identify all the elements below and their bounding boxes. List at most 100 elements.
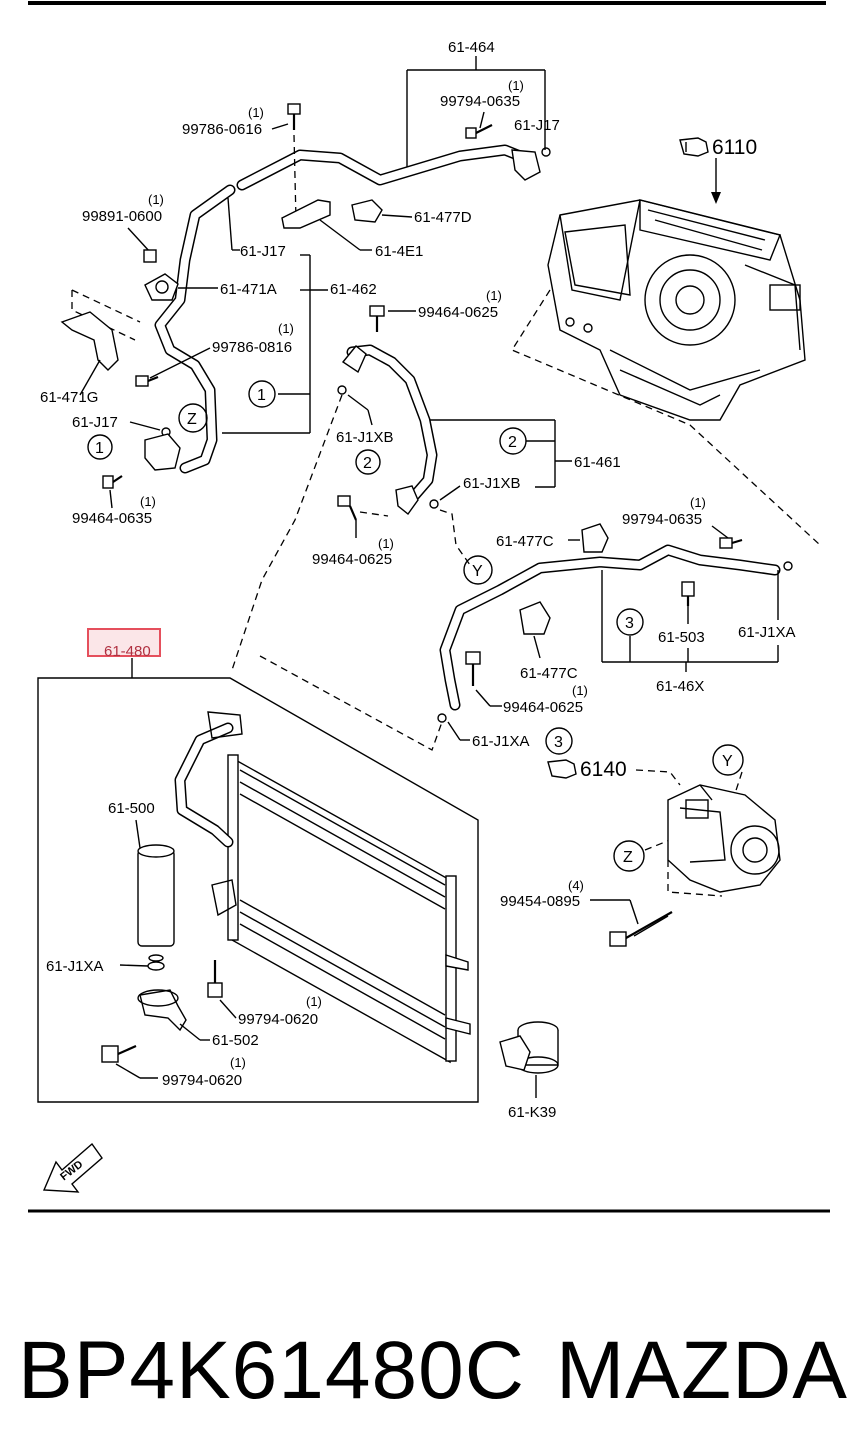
bolt-99454-0895-label: 99454-0895 <box>500 893 580 910</box>
bolt-icon <box>465 651 481 686</box>
bolt-99794-0620-a-label: 99794-0620 <box>238 1011 318 1028</box>
clamp-icon <box>144 273 179 301</box>
bracket-icon <box>137 989 187 1032</box>
bolt-icon <box>101 1044 137 1063</box>
brand-caption: MAZDA <box>556 1325 848 1416</box>
qty-label: (1) <box>486 288 502 303</box>
bracket-61-471G-label: 61-471G <box>40 389 98 406</box>
bolt-icon <box>102 475 123 489</box>
hose-61-462-label: 61-462 <box>330 281 377 298</box>
bolt-icon <box>337 495 358 521</box>
bolt-icon <box>207 960 223 998</box>
qty-label: (1) <box>508 78 524 93</box>
callout-Z-text: Z <box>623 849 633 866</box>
callout-1 <box>87 434 113 460</box>
qty-label: (1) <box>690 495 706 510</box>
callout-1 <box>248 380 276 408</box>
clamp-61-477D-label: 61-477D <box>414 209 472 226</box>
callout-Y <box>463 555 493 585</box>
hand-pointer-icon <box>547 759 577 779</box>
qty-label: (1) <box>306 994 322 1009</box>
pressure-switch-icon <box>681 581 695 606</box>
callout-3-text: 3 <box>554 734 563 751</box>
nut-99891-0600-label: 99891-0600 <box>82 208 162 225</box>
clamp-61-471A-label: 61-471A <box>220 281 277 298</box>
j17-low-label: 61-J17 <box>72 414 118 431</box>
qty-label: (1) <box>148 192 164 207</box>
bolt-99464-0625-b-label: 99464-0625 <box>312 551 392 568</box>
qty-label: (1) <box>248 105 264 120</box>
bolt-99786-0616-label: 99786-0616 <box>182 121 262 138</box>
qty-label: (1) <box>278 321 294 336</box>
hose-61-464-label: 61-464 <box>448 39 495 56</box>
nut-icon <box>143 249 157 263</box>
bracket-61-4E1-label: 61-4E1 <box>375 243 423 260</box>
callout-2 <box>499 427 527 455</box>
qty-label: (1) <box>572 683 588 698</box>
hose-61-461-label: 61-461 <box>574 454 621 471</box>
clamp-61-477C-b-label: 61-477C <box>520 665 578 682</box>
callout-2-text: 2 <box>508 434 517 451</box>
bolt-icon <box>135 375 159 387</box>
bolt-99786-0816-label: 99786-0816 <box>212 339 292 356</box>
bracket-icon <box>281 199 331 229</box>
clamp-61-477C-a-label: 61-477C <box>496 533 554 550</box>
callout-Z <box>613 840 645 872</box>
qty-label: (1) <box>230 1055 246 1070</box>
hand-pointer-icon <box>679 137 709 157</box>
qty-label: (1) <box>378 536 394 551</box>
clamp-icon <box>581 523 609 553</box>
bolt-icon <box>609 911 673 947</box>
compressor-illustration <box>667 784 781 893</box>
condenser-61-480-label: 61-480 <box>104 643 151 660</box>
callout-3-text: 3 <box>625 615 634 632</box>
forward-arrow-icon: FWD <box>42 1142 103 1193</box>
callout-3 <box>616 608 644 636</box>
bolt-icon <box>369 305 385 332</box>
callout-Y-text: Y <box>472 563 483 580</box>
j17-mid-label: 61-J17 <box>240 243 286 260</box>
bolt-icon <box>719 537 743 549</box>
j1xa-right-label: 61-J1XA <box>738 624 796 641</box>
callout-3 <box>545 727 573 755</box>
bolt-99464-0635-label: 99464-0635 <box>72 510 152 527</box>
bracket-61-502-label: 61-502 <box>212 1032 259 1049</box>
j1xa-left-label: 61-J1XA <box>46 958 104 975</box>
reservoir-tank-icon <box>499 1021 559 1074</box>
callout-Y <box>712 744 744 776</box>
bolt-99794-0620-b-label: 99794-0620 <box>162 1072 242 1089</box>
bolt-99464-0625-a-label: 99464-0625 <box>418 304 498 321</box>
callout-Z <box>178 403 208 433</box>
bolt-99794-0635-right-label: 99794-0635 <box>622 511 702 528</box>
j1xb-b-label: 61-J1XB <box>463 475 521 492</box>
j17-top-label: 61-J17 <box>514 117 560 134</box>
highlight-box <box>87 628 161 657</box>
qty-label: (1) <box>140 494 156 509</box>
unit-6140-label: 6140 <box>580 758 627 781</box>
condenser-illustration <box>174 711 471 1064</box>
clamp-icon <box>519 601 551 635</box>
callout-2-text: 2 <box>363 455 372 472</box>
bolt-icon <box>465 124 493 139</box>
callout-1-text: 1 <box>95 440 104 457</box>
bolt-99464-0625-c-label: 99464-0625 <box>503 699 583 716</box>
unit-6110-label: 6110 <box>712 136 757 159</box>
pipe-61-46X-label: 61-46X <box>656 678 704 695</box>
callout-Y-text: Y <box>722 753 733 770</box>
part-number-caption: BP4K61480C <box>18 1325 525 1416</box>
clamp-icon <box>351 199 383 223</box>
fitting-icon <box>144 433 181 471</box>
bolt-icon <box>287 103 301 130</box>
bolt-99794-0635-label: 99794-0635 <box>440 93 520 110</box>
hvac-unit-illustration <box>547 199 806 421</box>
receiver-61-500-label: 61-500 <box>108 800 155 817</box>
receiver-drier-icon <box>137 844 175 947</box>
callout-2 <box>355 449 381 475</box>
switch-61-503-label: 61-503 <box>658 629 705 646</box>
tank-61-K39-label: 61-K39 <box>508 1104 556 1121</box>
j1xa-mid-label: 61-J1XA <box>472 733 530 750</box>
callout-Z-text: Z <box>187 411 197 428</box>
qty-label: (4) <box>568 878 584 893</box>
callout-1-text: 1 <box>257 387 266 404</box>
